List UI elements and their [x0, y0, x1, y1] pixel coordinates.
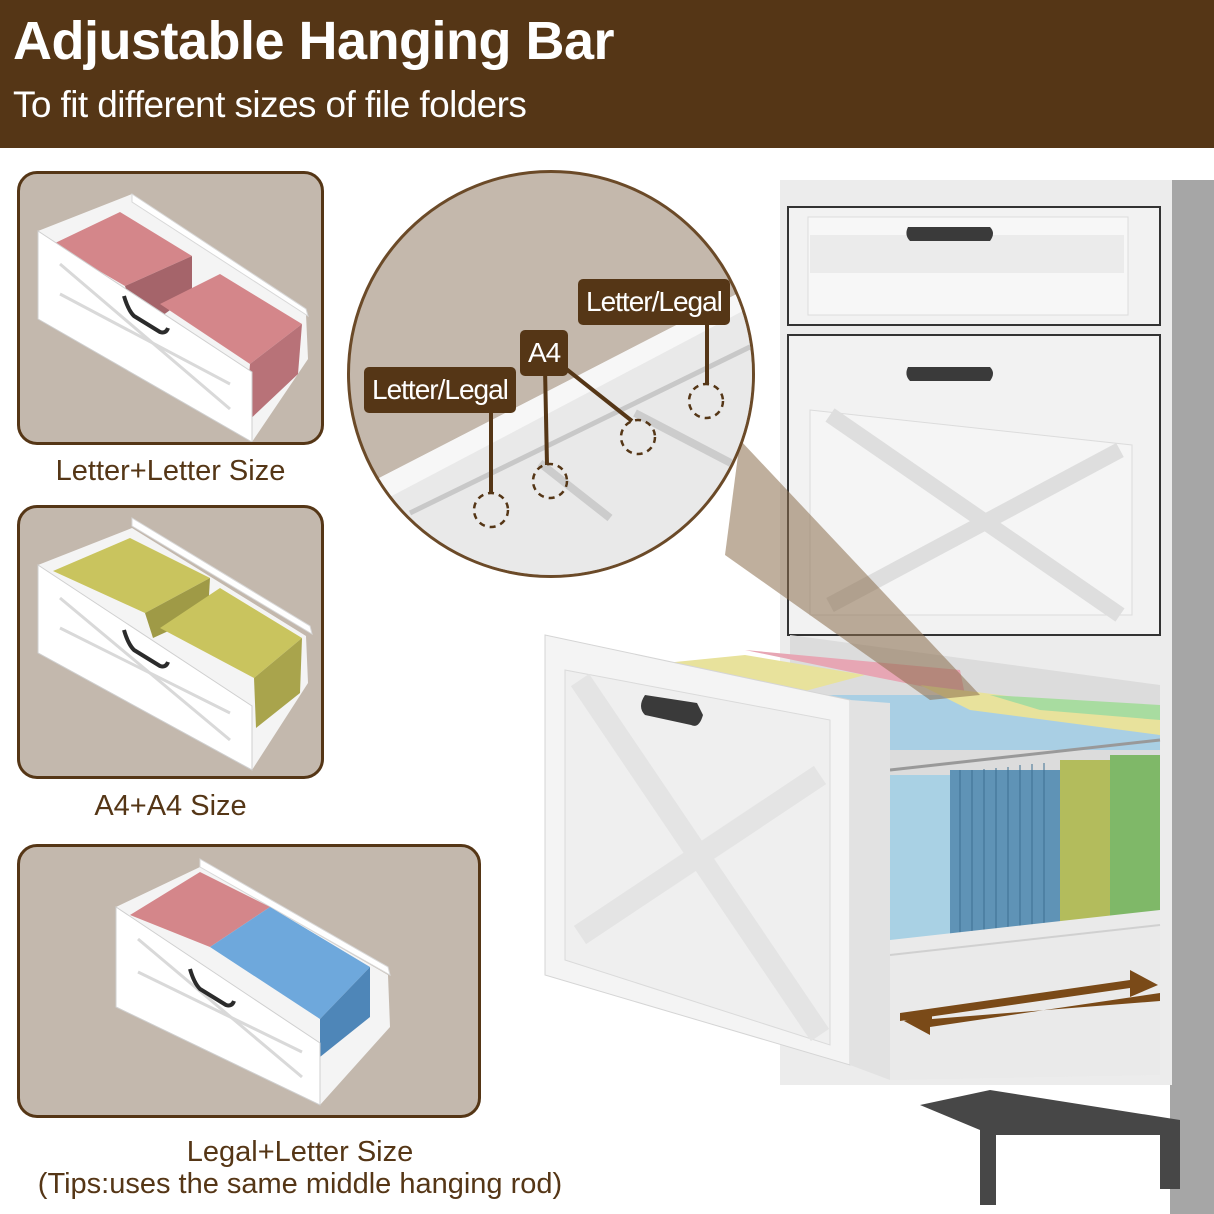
caption-tip: (Tips:uses the same middle hanging rod): [37, 1168, 563, 1200]
caption-legal-letter-main: Legal+Letter Size: [186, 1136, 414, 1168]
header-banner: Adjustable Hanging Bar To fit different …: [0, 0, 1214, 148]
slide-arrow-icon: [900, 970, 1160, 1035]
caption-legal-letter: Legal+Letter Size (Tips:uses the same mi…: [0, 1136, 600, 1200]
panel-a4-a4: [17, 505, 324, 779]
callout-a4: A4: [520, 330, 569, 376]
drawer-illustration-icon: [115, 858, 391, 1106]
drawer-illustration-icon: [37, 193, 309, 442]
panel-letter-letter: [17, 171, 324, 445]
page-title: Adjustable Hanging Bar: [13, 11, 615, 71]
hanging-rod-closeup-icon: [350, 286, 752, 575]
callout-left-letter-legal: Letter/Legal: [364, 367, 516, 413]
magnifier-detail: Letter/Legal A4 Letter/Legal: [347, 170, 755, 578]
caption-a4-a4: A4+A4 Size: [94, 790, 247, 822]
callout-right-letter-legal: Letter/Legal: [578, 279, 730, 325]
panel-legal-letter: [17, 844, 481, 1118]
page-subtitle: To fit different sizes of file folders: [13, 84, 527, 125]
caption-letter-letter: Letter+Letter Size: [55, 455, 286, 487]
drawer-illustration-icon: [37, 517, 313, 771]
